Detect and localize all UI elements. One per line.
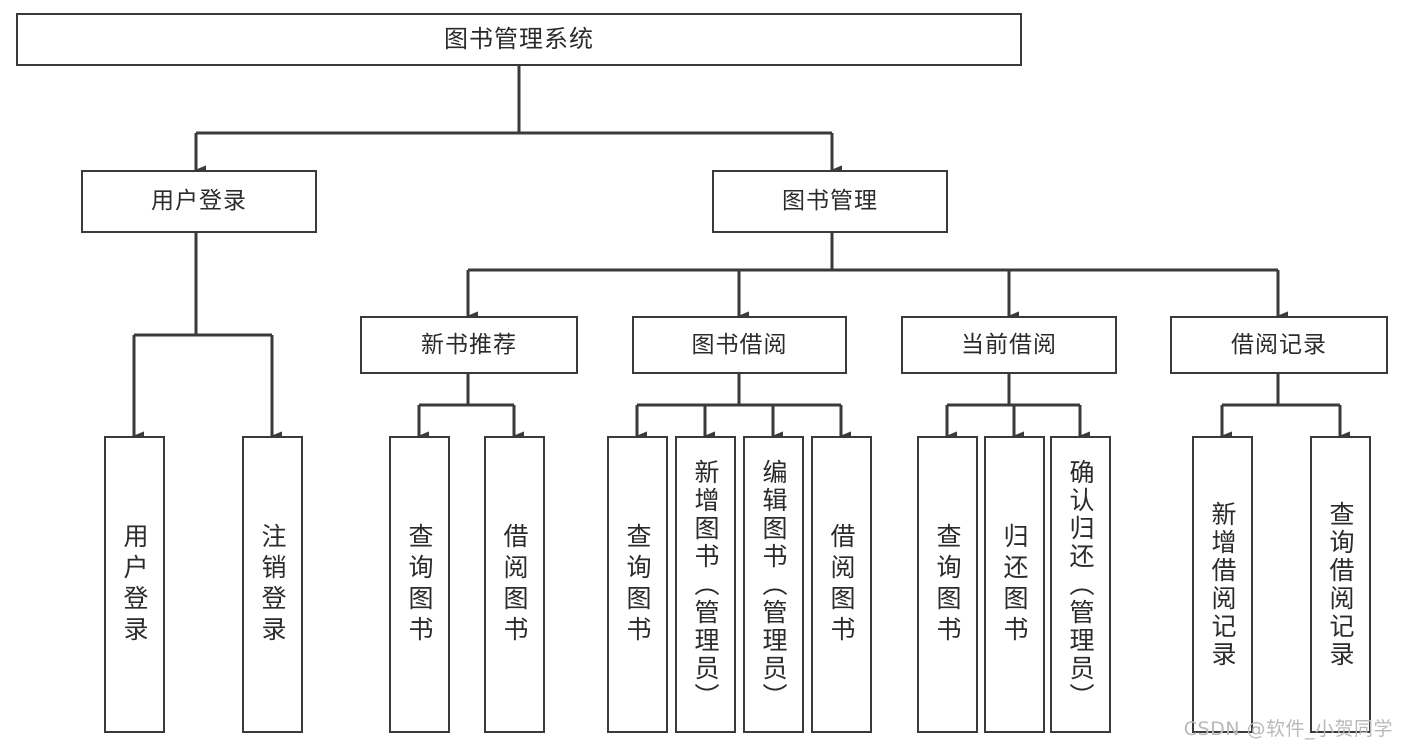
node-label: 当前借阅 bbox=[961, 331, 1057, 358]
csdn-watermark: CSDN @软件_小贺同学 bbox=[1183, 718, 1393, 740]
node-root-book-management-system[interactable]: 图书管理系统 bbox=[16, 13, 1022, 66]
node-label: 注销登录 bbox=[258, 522, 287, 647]
node-leaf-confirm-return-admin[interactable]: 确认归还（管理员） bbox=[1050, 436, 1111, 733]
node-label: 新增借阅记录 bbox=[1208, 500, 1237, 669]
node-label: 查询图书 bbox=[933, 522, 962, 647]
node-label: 编辑图书（管理员） bbox=[759, 458, 788, 711]
node-label: 新书推荐 bbox=[421, 331, 517, 358]
node-leaf-add-book-admin[interactable]: 新增图书（管理员） bbox=[675, 436, 736, 733]
node-leaf-user-login[interactable]: 用户登录 bbox=[104, 436, 165, 733]
node-label: 归还图书 bbox=[1000, 522, 1029, 647]
node-leaf-borrow-book[interactable]: 借阅图书 bbox=[811, 436, 872, 733]
node-label: 查询图书 bbox=[405, 522, 434, 647]
node-leaf-return-book[interactable]: 归还图书 bbox=[984, 436, 1045, 733]
node-leaf-query-borrow-record[interactable]: 查询借阅记录 bbox=[1310, 436, 1371, 733]
node-label: 借阅图书 bbox=[500, 522, 529, 647]
node-label: 图书借阅 bbox=[691, 331, 788, 358]
node-leaf-user-logout[interactable]: 注销登录 bbox=[242, 436, 303, 733]
node-book-management[interactable]: 图书管理 bbox=[712, 170, 948, 233]
node-label: 用户登录 bbox=[151, 188, 247, 215]
node-label: 图书管理系统 bbox=[444, 24, 594, 53]
node-current-borrow[interactable]: 当前借阅 bbox=[901, 316, 1117, 374]
node-leaf-query-book-recommend[interactable]: 查询图书 bbox=[389, 436, 450, 733]
node-leaf-query-book-borrow[interactable]: 查询图书 bbox=[607, 436, 668, 733]
node-label: 新增图书（管理员） bbox=[691, 458, 720, 711]
node-leaf-borrow-book-recommend[interactable]: 借阅图书 bbox=[484, 436, 545, 733]
node-label: 图书管理 bbox=[782, 188, 878, 215]
node-label: 查询借阅记录 bbox=[1326, 500, 1355, 669]
node-label: 确认归还（管理员） bbox=[1066, 458, 1095, 711]
node-new-book-recommend[interactable]: 新书推荐 bbox=[360, 316, 578, 374]
node-borrow-record[interactable]: 借阅记录 bbox=[1170, 316, 1388, 374]
node-label: 用户登录 bbox=[120, 522, 149, 647]
node-leaf-add-borrow-record[interactable]: 新增借阅记录 bbox=[1192, 436, 1253, 733]
node-label: 借阅记录 bbox=[1231, 331, 1327, 358]
node-book-borrow[interactable]: 图书借阅 bbox=[632, 316, 847, 374]
node-label: 借阅图书 bbox=[827, 522, 856, 647]
node-user-login[interactable]: 用户登录 bbox=[81, 170, 317, 233]
node-label: 查询图书 bbox=[623, 522, 652, 647]
node-leaf-edit-book-admin[interactable]: 编辑图书（管理员） bbox=[743, 436, 804, 733]
node-leaf-query-book-current[interactable]: 查询图书 bbox=[917, 436, 978, 733]
